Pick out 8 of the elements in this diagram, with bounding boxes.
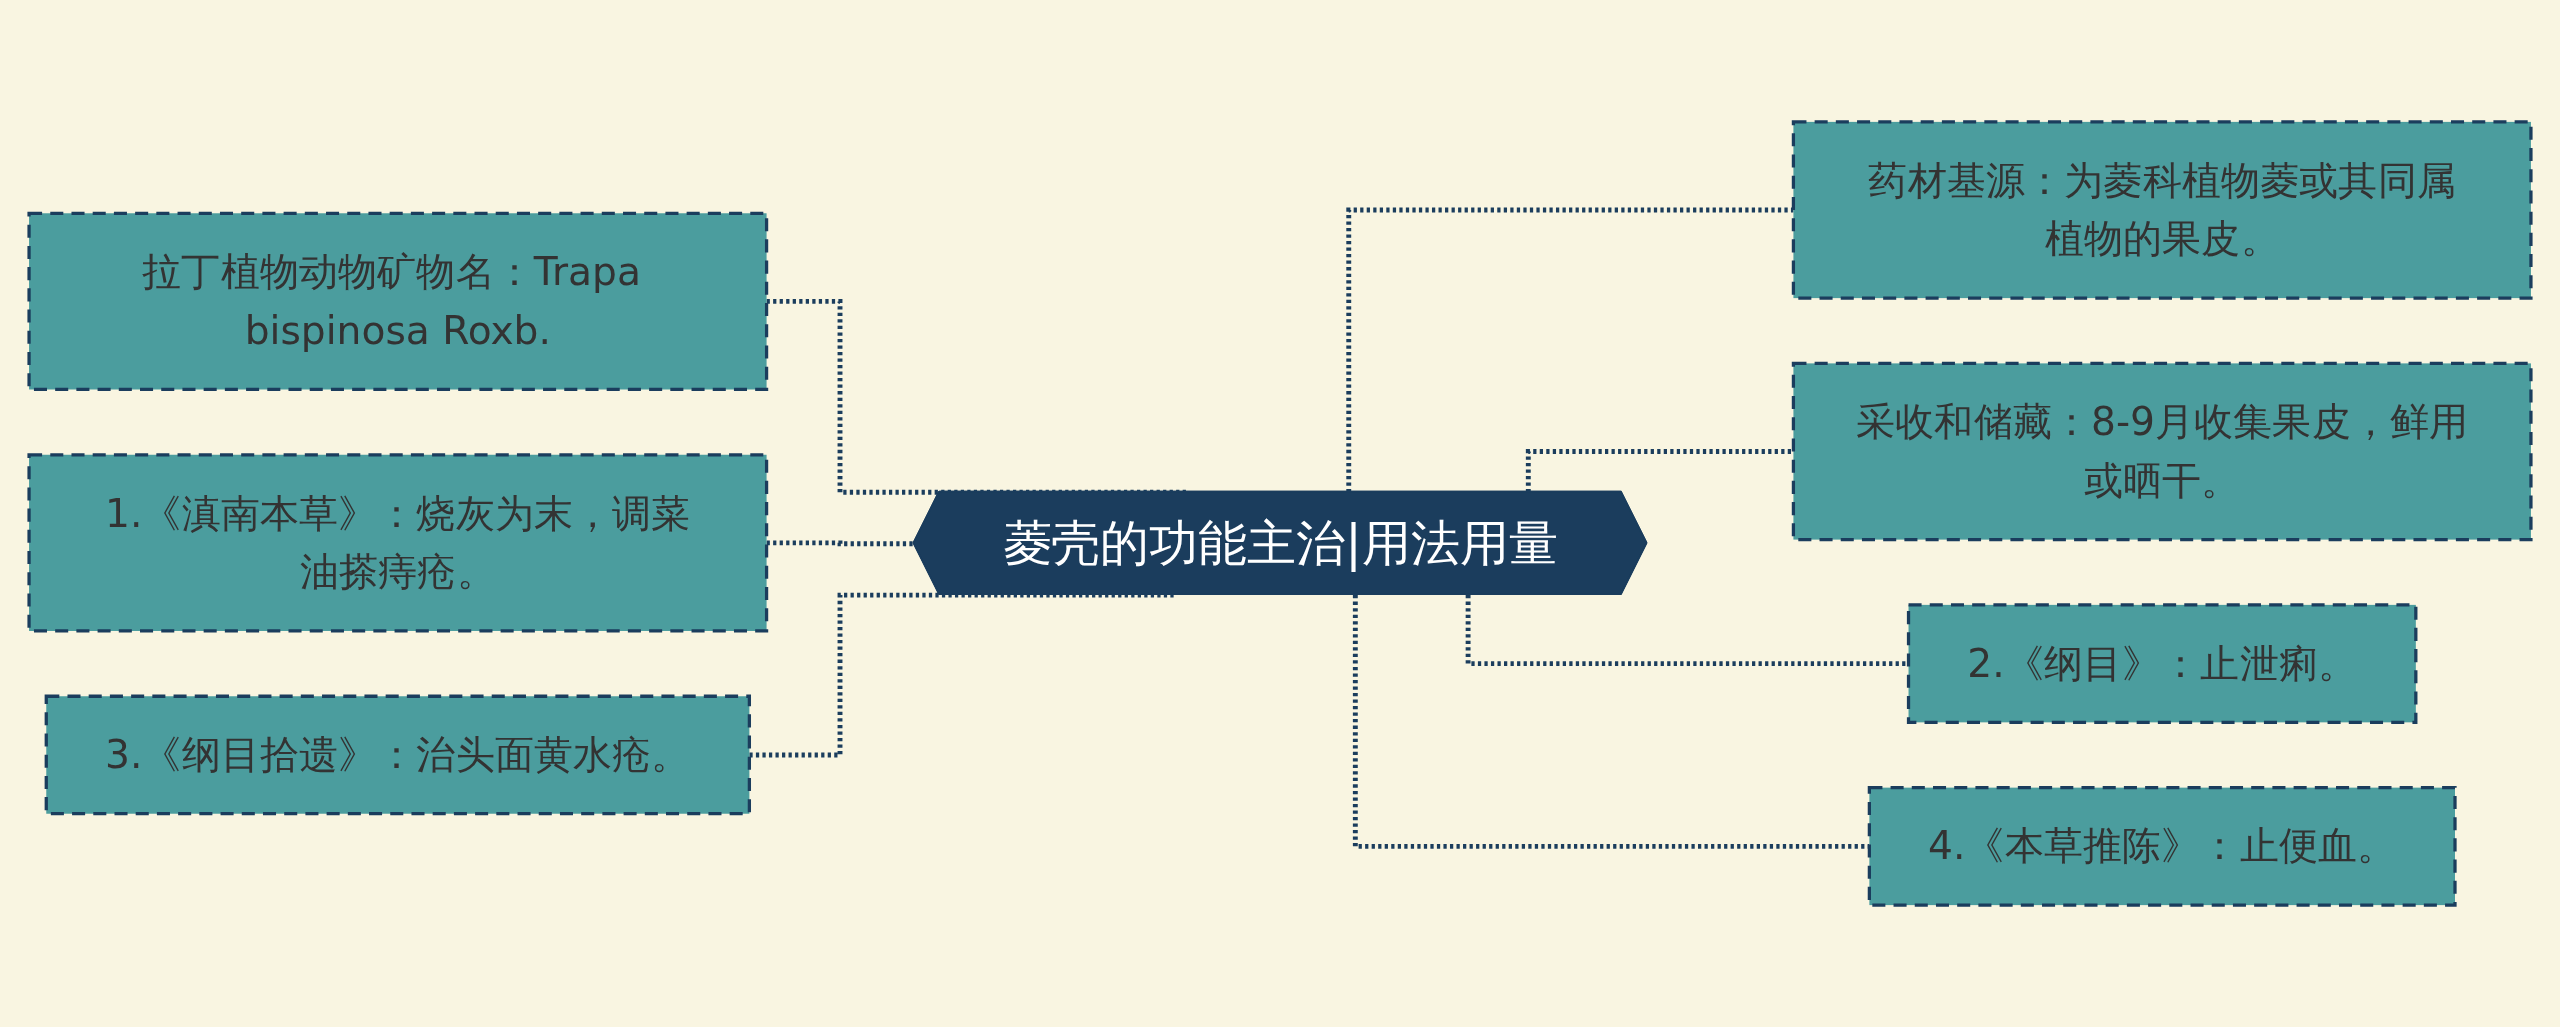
- node-box: 3.《纲目拾遗》：治头面黄水疮。: [44, 694, 751, 816]
- node-box: 4.《本草推陈》：止便血。: [1867, 786, 2457, 907]
- node-box: 采收和储藏：8-9月收集果皮，鲜用或晒干。: [1791, 361, 2533, 542]
- node-box: 拉丁植物动物矿物名：Trapa bispinosa Roxb.: [27, 211, 769, 392]
- node-box: 2.《纲目》：止泄痢。: [1906, 603, 2418, 724]
- node-box: 1.《滇南本草》：烧灰为末，调菜油搽痔疮。: [27, 453, 769, 633]
- node-box: 药材基源：为菱科植物菱或其同属植物的果皮。: [1791, 120, 2533, 300]
- connector: [764, 540, 915, 547]
